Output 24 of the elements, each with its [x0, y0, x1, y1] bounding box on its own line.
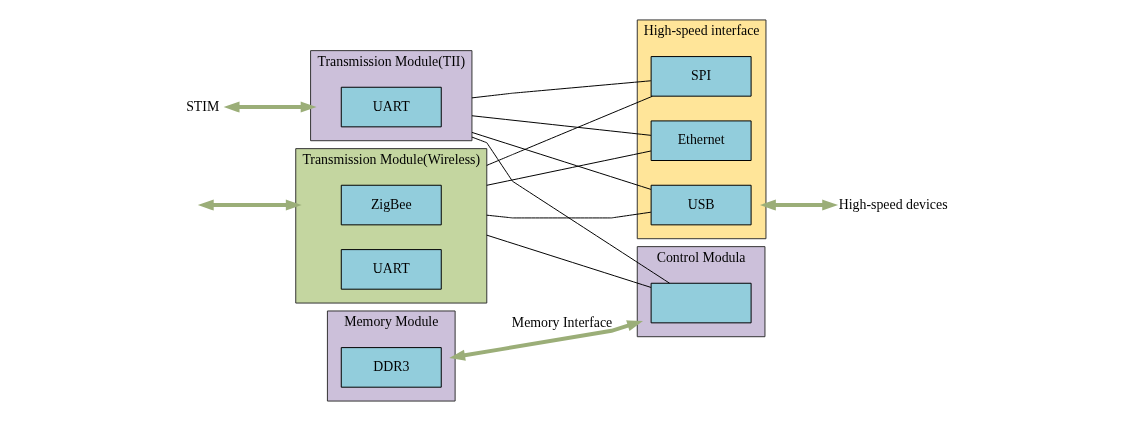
- arrow: [449, 320, 643, 361]
- connector: [486, 211, 652, 219]
- connector: [471, 80, 652, 99]
- node-box: USB: [650, 184, 752, 226]
- node-box: DDR3: [340, 347, 442, 388]
- arrow: [223, 101, 317, 113]
- node-text: High-speed devices: [838, 196, 948, 212]
- node-box: Ethernet: [650, 120, 752, 161]
- node-box: UART: [340, 86, 442, 128]
- arrow: [759, 199, 839, 211]
- node-text: STIM: [186, 98, 220, 114]
- connector: [471, 131, 652, 190]
- node-box: ZigBee: [340, 184, 442, 226]
- connector: [486, 95, 653, 166]
- connector: [486, 150, 652, 186]
- node-box: [650, 282, 752, 324]
- connector: [486, 234, 652, 288]
- connector: [471, 115, 652, 136]
- cluster: Control Modula: [636, 246, 766, 338]
- node-box: UART: [340, 249, 442, 290]
- connector: [471, 136, 671, 284]
- node-box: SPI: [650, 56, 752, 97]
- arrow: [197, 199, 302, 211]
- edge-label: Memory Interface: [511, 315, 613, 331]
